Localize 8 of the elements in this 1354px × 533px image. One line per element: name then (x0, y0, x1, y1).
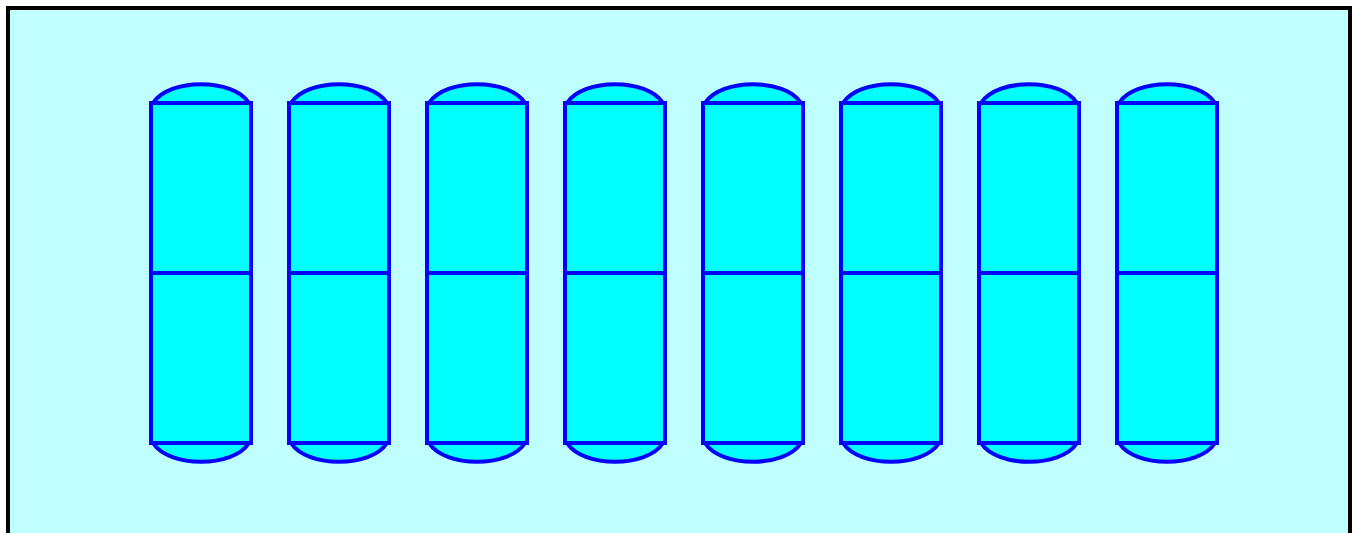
capsule-shape (701, 82, 805, 466)
capsule-shape (425, 82, 529, 466)
capsule-shape (977, 82, 1081, 466)
capsule-shape (1115, 82, 1219, 466)
capsule-shape (149, 82, 253, 466)
capsule-shape (287, 82, 391, 466)
capsule-shape (839, 82, 943, 466)
capsule-shape (563, 82, 667, 466)
